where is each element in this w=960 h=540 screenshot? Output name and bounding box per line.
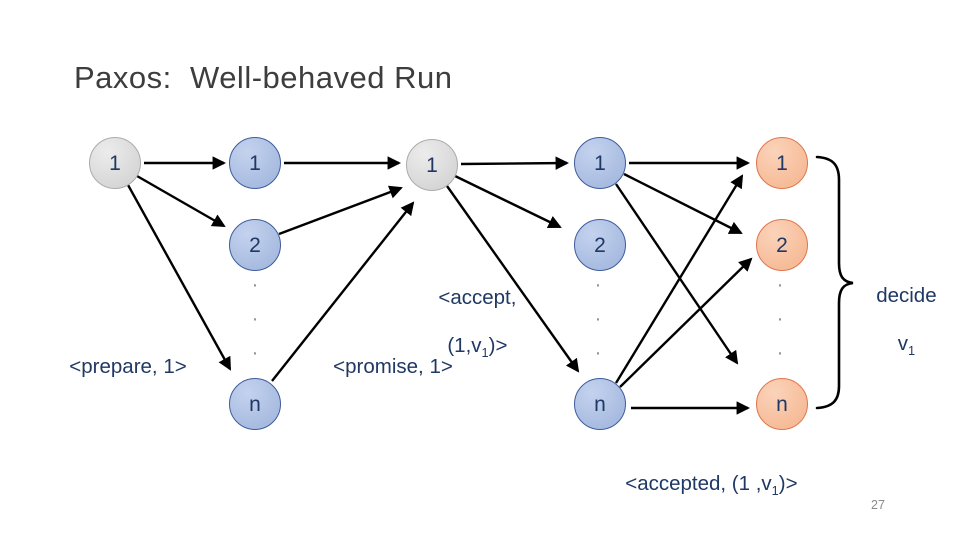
decide-label-line2: v1	[897, 332, 916, 359]
node-label: n	[776, 392, 788, 416]
arrow-prepare-1-to-n	[126, 184, 232, 371]
page-number: 27	[871, 498, 885, 512]
arrow-accept-1-to-1	[460, 156, 570, 170]
ellipsis-dot: ·	[251, 274, 259, 296]
ellipsis-dot: ·	[776, 274, 784, 296]
learner-node-n: n	[756, 378, 808, 430]
node-label: n	[249, 392, 261, 416]
prepare-message-label: <prepare, 1>	[69, 355, 187, 378]
ellipsis-dot: ·	[251, 308, 259, 330]
promise-message-label: <promise, 1>	[333, 355, 453, 378]
node-label: n	[594, 392, 606, 416]
ellipsis-dot: ·	[251, 342, 259, 364]
accept-message-label: <accept, (1,v1)>	[403, 262, 529, 382]
acceptors-promise-ellipsis: · · ·	[250, 274, 260, 364]
acceptor-accepted-node-n: n	[574, 378, 626, 430]
learners-ellipsis: · · ·	[775, 274, 785, 364]
ellipsis-dot: ·	[776, 308, 784, 330]
arrow-promise-2-to-1	[278, 185, 403, 236]
acceptors-accepted-ellipsis: · · ·	[593, 274, 603, 364]
proposer-prepare-node-1: 1	[89, 137, 141, 189]
acceptor-promise-node-1: 1	[229, 137, 281, 189]
learner-node-1: 1	[756, 137, 808, 189]
ellipsis-dot: ·	[594, 342, 602, 364]
acceptor-accepted-node-1: 1	[574, 137, 626, 189]
proposer-accept-node-1: 1	[406, 139, 458, 191]
node-label: 1	[426, 153, 438, 177]
decide-label: decide v1	[845, 260, 945, 380]
arrow-promise-n-to-1	[271, 201, 415, 382]
arrow-accept-1-to-2	[454, 174, 562, 229]
arrow-accepted-1-to-2	[623, 172, 743, 235]
node-label: 1	[109, 151, 121, 175]
node-label: 2	[776, 233, 788, 257]
node-label: 1	[249, 151, 261, 175]
slide-title: Paxos: Well-behaved Run	[74, 60, 453, 95]
accept-label-line2: (1,v1)>	[447, 334, 508, 361]
node-label: 2	[249, 233, 261, 257]
node-label: 1	[594, 151, 606, 175]
acceptor-promise-node-n: n	[229, 378, 281, 430]
arrow-accepted-n-to-2	[619, 257, 753, 388]
ellipsis-dot: ·	[594, 274, 602, 296]
accept-label-line1: <accept,	[438, 286, 517, 309]
arrow-prepare-1-to-2	[136, 174, 226, 228]
ellipsis-dot: ·	[776, 342, 784, 364]
decide-brace	[815, 155, 854, 410]
accepted-message-label: <accepted, (1 ,v1)>	[625, 472, 798, 499]
acceptor-promise-node-2: 2	[229, 219, 281, 271]
arrow-accept-1-to-n	[446, 185, 580, 373]
arrow-accepted-n-to-1	[614, 174, 744, 384]
acceptor-accepted-node-2: 2	[574, 219, 626, 271]
decide-label-line1: decide	[876, 284, 937, 307]
ellipsis-dot: ·	[594, 308, 602, 330]
arrow-accepted-1-to-n	[615, 183, 739, 365]
node-label: 2	[594, 233, 606, 257]
learner-node-2: 2	[756, 219, 808, 271]
node-label: 1	[776, 151, 788, 175]
